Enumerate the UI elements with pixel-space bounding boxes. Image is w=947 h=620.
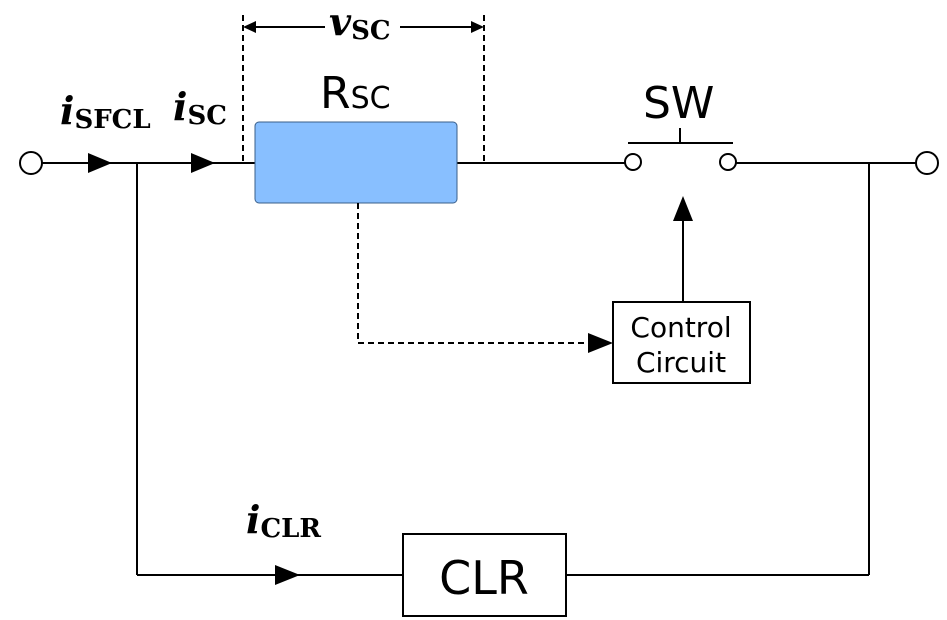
- i-sfcl-arrow: [88, 153, 112, 173]
- vsc-arrowhead-right: [471, 21, 484, 33]
- vsc-arrowhead-left: [243, 21, 256, 33]
- i-clr-label-main: i: [246, 497, 260, 542]
- i-sfcl-label: iSFCL: [60, 88, 151, 135]
- sw-label: SW: [643, 78, 714, 129]
- control-circuit-label-line2: Circuit: [636, 346, 726, 379]
- rsc-label-main: R: [320, 68, 351, 119]
- left-terminal: [19, 151, 43, 175]
- right-terminal: [915, 151, 939, 175]
- vsc-label-main: v: [329, 0, 352, 44]
- i-clr-label-sub: CLR: [260, 514, 321, 544]
- control-circuit-label-line1: Control: [630, 311, 731, 344]
- switch-contact-right: [719, 153, 737, 171]
- i-sc-label: iSC: [173, 84, 227, 131]
- control-to-switch-arrowhead: [673, 196, 693, 221]
- i-sc-label-main: i: [173, 84, 187, 129]
- clr-box: [402, 533, 567, 617]
- i-sc-label-sub: SC: [187, 101, 226, 131]
- rsc-label-sub: SC: [351, 81, 391, 116]
- control-circuit-box: [612, 301, 751, 384]
- rsc-label: RSC: [320, 68, 391, 119]
- i-clr-arrow: [275, 565, 300, 585]
- switch-contact-left: [624, 153, 642, 171]
- i-sc-arrow: [191, 153, 215, 173]
- rsc-resistor: [254, 121, 458, 204]
- clr-label: CLR: [439, 551, 529, 605]
- sense-arrowhead: [588, 333, 613, 353]
- i-sfcl-label-main: i: [60, 88, 74, 133]
- i-clr-label: iCLR: [246, 497, 321, 544]
- vsc-label: vSC: [329, 0, 391, 46]
- i-sfcl-label-sub: SFCL: [74, 105, 150, 135]
- vsc-label-sub: SC: [351, 16, 390, 46]
